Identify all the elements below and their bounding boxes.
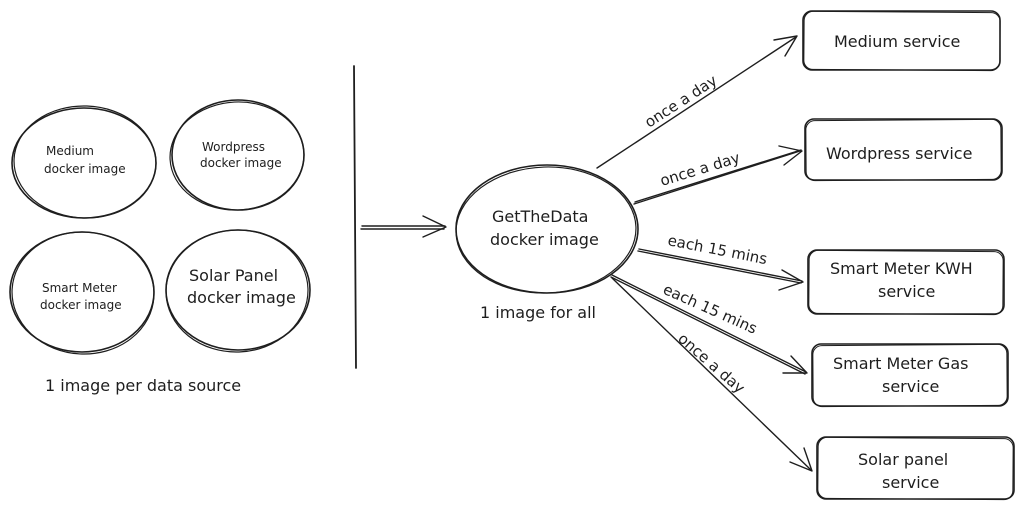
wordpress-service-label: Wordpress service <box>826 144 972 163</box>
edge-label-smart-meter-kwh: each 15 mins <box>666 231 769 268</box>
medium-service-label: Medium service <box>834 32 960 51</box>
wordpress-service-node: Wordpress service <box>804 118 1003 182</box>
smart-meter-kwh-service-node: Smart Meter KWH service <box>807 249 1005 316</box>
edge-to-medium-service: once a day <box>596 35 798 169</box>
medium-image-label-2: docker image <box>44 162 126 176</box>
wordpress-image-label-2: docker image <box>200 156 282 170</box>
getthedata-docker-image-node: GetTheData docker image <box>455 164 639 294</box>
edge-label-medium: once a day <box>641 71 720 131</box>
medium-docker-image-node: Medium docker image <box>11 105 157 219</box>
smart-meter-kwh-service-label-1: Smart Meter KWH <box>830 259 973 278</box>
smart-meter-gas-service-label-1: Smart Meter Gas <box>833 354 968 373</box>
divider-line <box>353 65 357 369</box>
solar-panel-service-label-2: service <box>882 473 939 492</box>
edge-to-wordpress-service: once a day <box>633 145 803 205</box>
solar-panel-service-node: Solar panel service <box>816 436 1015 501</box>
smart-meter-gas-service-label-2: service <box>882 377 939 396</box>
smart-meter-kwh-service-label-2: service <box>878 282 935 301</box>
center-node-label-2: docker image <box>490 230 599 249</box>
medium-service-node: Medium service <box>802 10 1001 72</box>
wordpress-image-label-1: Wordpress <box>202 140 265 154</box>
arrow-to-center <box>360 215 447 238</box>
left-group-caption: 1 image per data source <box>45 376 241 395</box>
smart-meter-image-label-2: docker image <box>40 298 122 312</box>
smart-meter-image-label-1: Smart Meter <box>42 281 117 295</box>
edge-to-smart-meter-kwh-service: each 15 mins <box>637 231 804 291</box>
center-node-label-1: GetTheData <box>492 207 588 226</box>
solar-panel-image-label-2: docker image <box>187 288 296 307</box>
solar-panel-image-label-1: Solar Panel <box>189 266 278 285</box>
center-caption: 1 image for all <box>480 303 596 322</box>
smart-meter-docker-image-node: Smart Meter docker image <box>9 231 155 355</box>
solar-panel-service-label-1: Solar panel <box>858 450 948 469</box>
solar-panel-docker-image-node: Solar Panel docker image <box>165 229 311 353</box>
medium-image-label-1: Medium <box>46 144 94 158</box>
smart-meter-gas-service-node: Smart Meter Gas service <box>811 343 1009 408</box>
wordpress-docker-image-node: Wordpress docker image <box>169 99 305 211</box>
